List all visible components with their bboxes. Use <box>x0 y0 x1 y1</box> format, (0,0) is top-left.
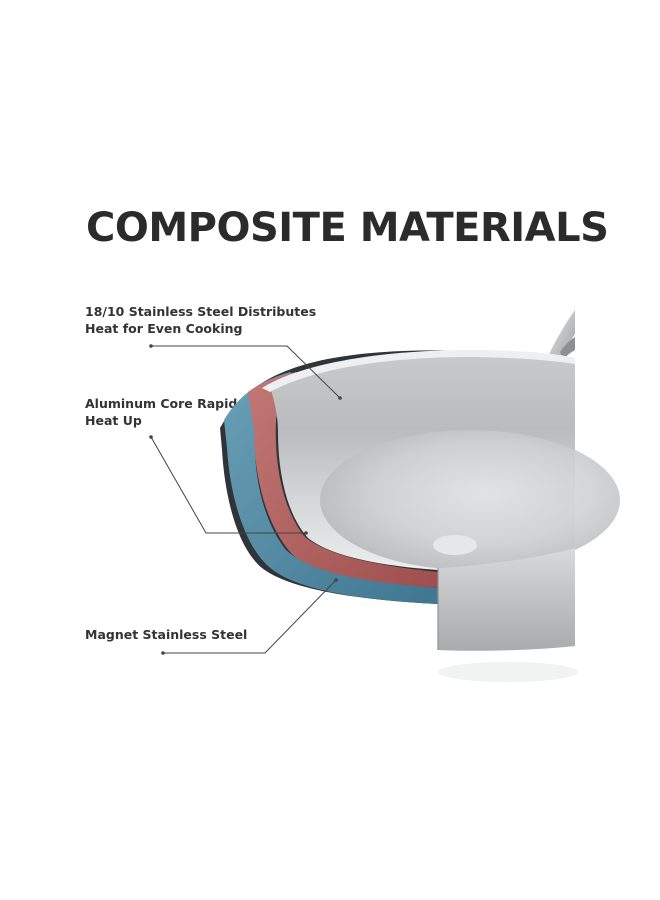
magnet-steel-label-line-1: Magnet Stainless Steel <box>85 627 248 642</box>
magnet-steel-label: Magnet Stainless Steel <box>85 626 247 643</box>
pan-floor-center <box>433 535 477 555</box>
magnetic-steel-layer <box>224 372 438 604</box>
aluminum-core-label-line-2: Heat Up <box>85 413 142 428</box>
leader-lines <box>149 344 342 655</box>
stainless-steel-label: 18/10 Stainless Steel Distributes Heat f… <box>85 303 316 337</box>
pan-floor <box>320 430 620 570</box>
aluminum-core-label: Aluminum Core Rapid Heat Up <box>85 395 237 429</box>
page-title: COMPOSITE MATERIALS <box>86 205 609 251</box>
aluminum-core-layer <box>248 372 438 588</box>
stainless-steel-label-line-2: Heat for Even Cooking <box>85 321 243 336</box>
aluminum-core-label-line-1: Aluminum Core Rapid <box>85 396 238 411</box>
stainless-steel-label-line-1: 18/10 Stainless Steel Distributes <box>85 304 317 319</box>
pan-rim <box>262 350 575 392</box>
pan-reflection <box>438 662 578 682</box>
leader-line-stainless-steel <box>149 344 342 400</box>
pan-handle <box>548 310 575 362</box>
leader-line-aluminum-core <box>149 435 308 535</box>
leader-line-magnet-steel <box>161 578 338 655</box>
pan-front-wall <box>438 548 575 651</box>
